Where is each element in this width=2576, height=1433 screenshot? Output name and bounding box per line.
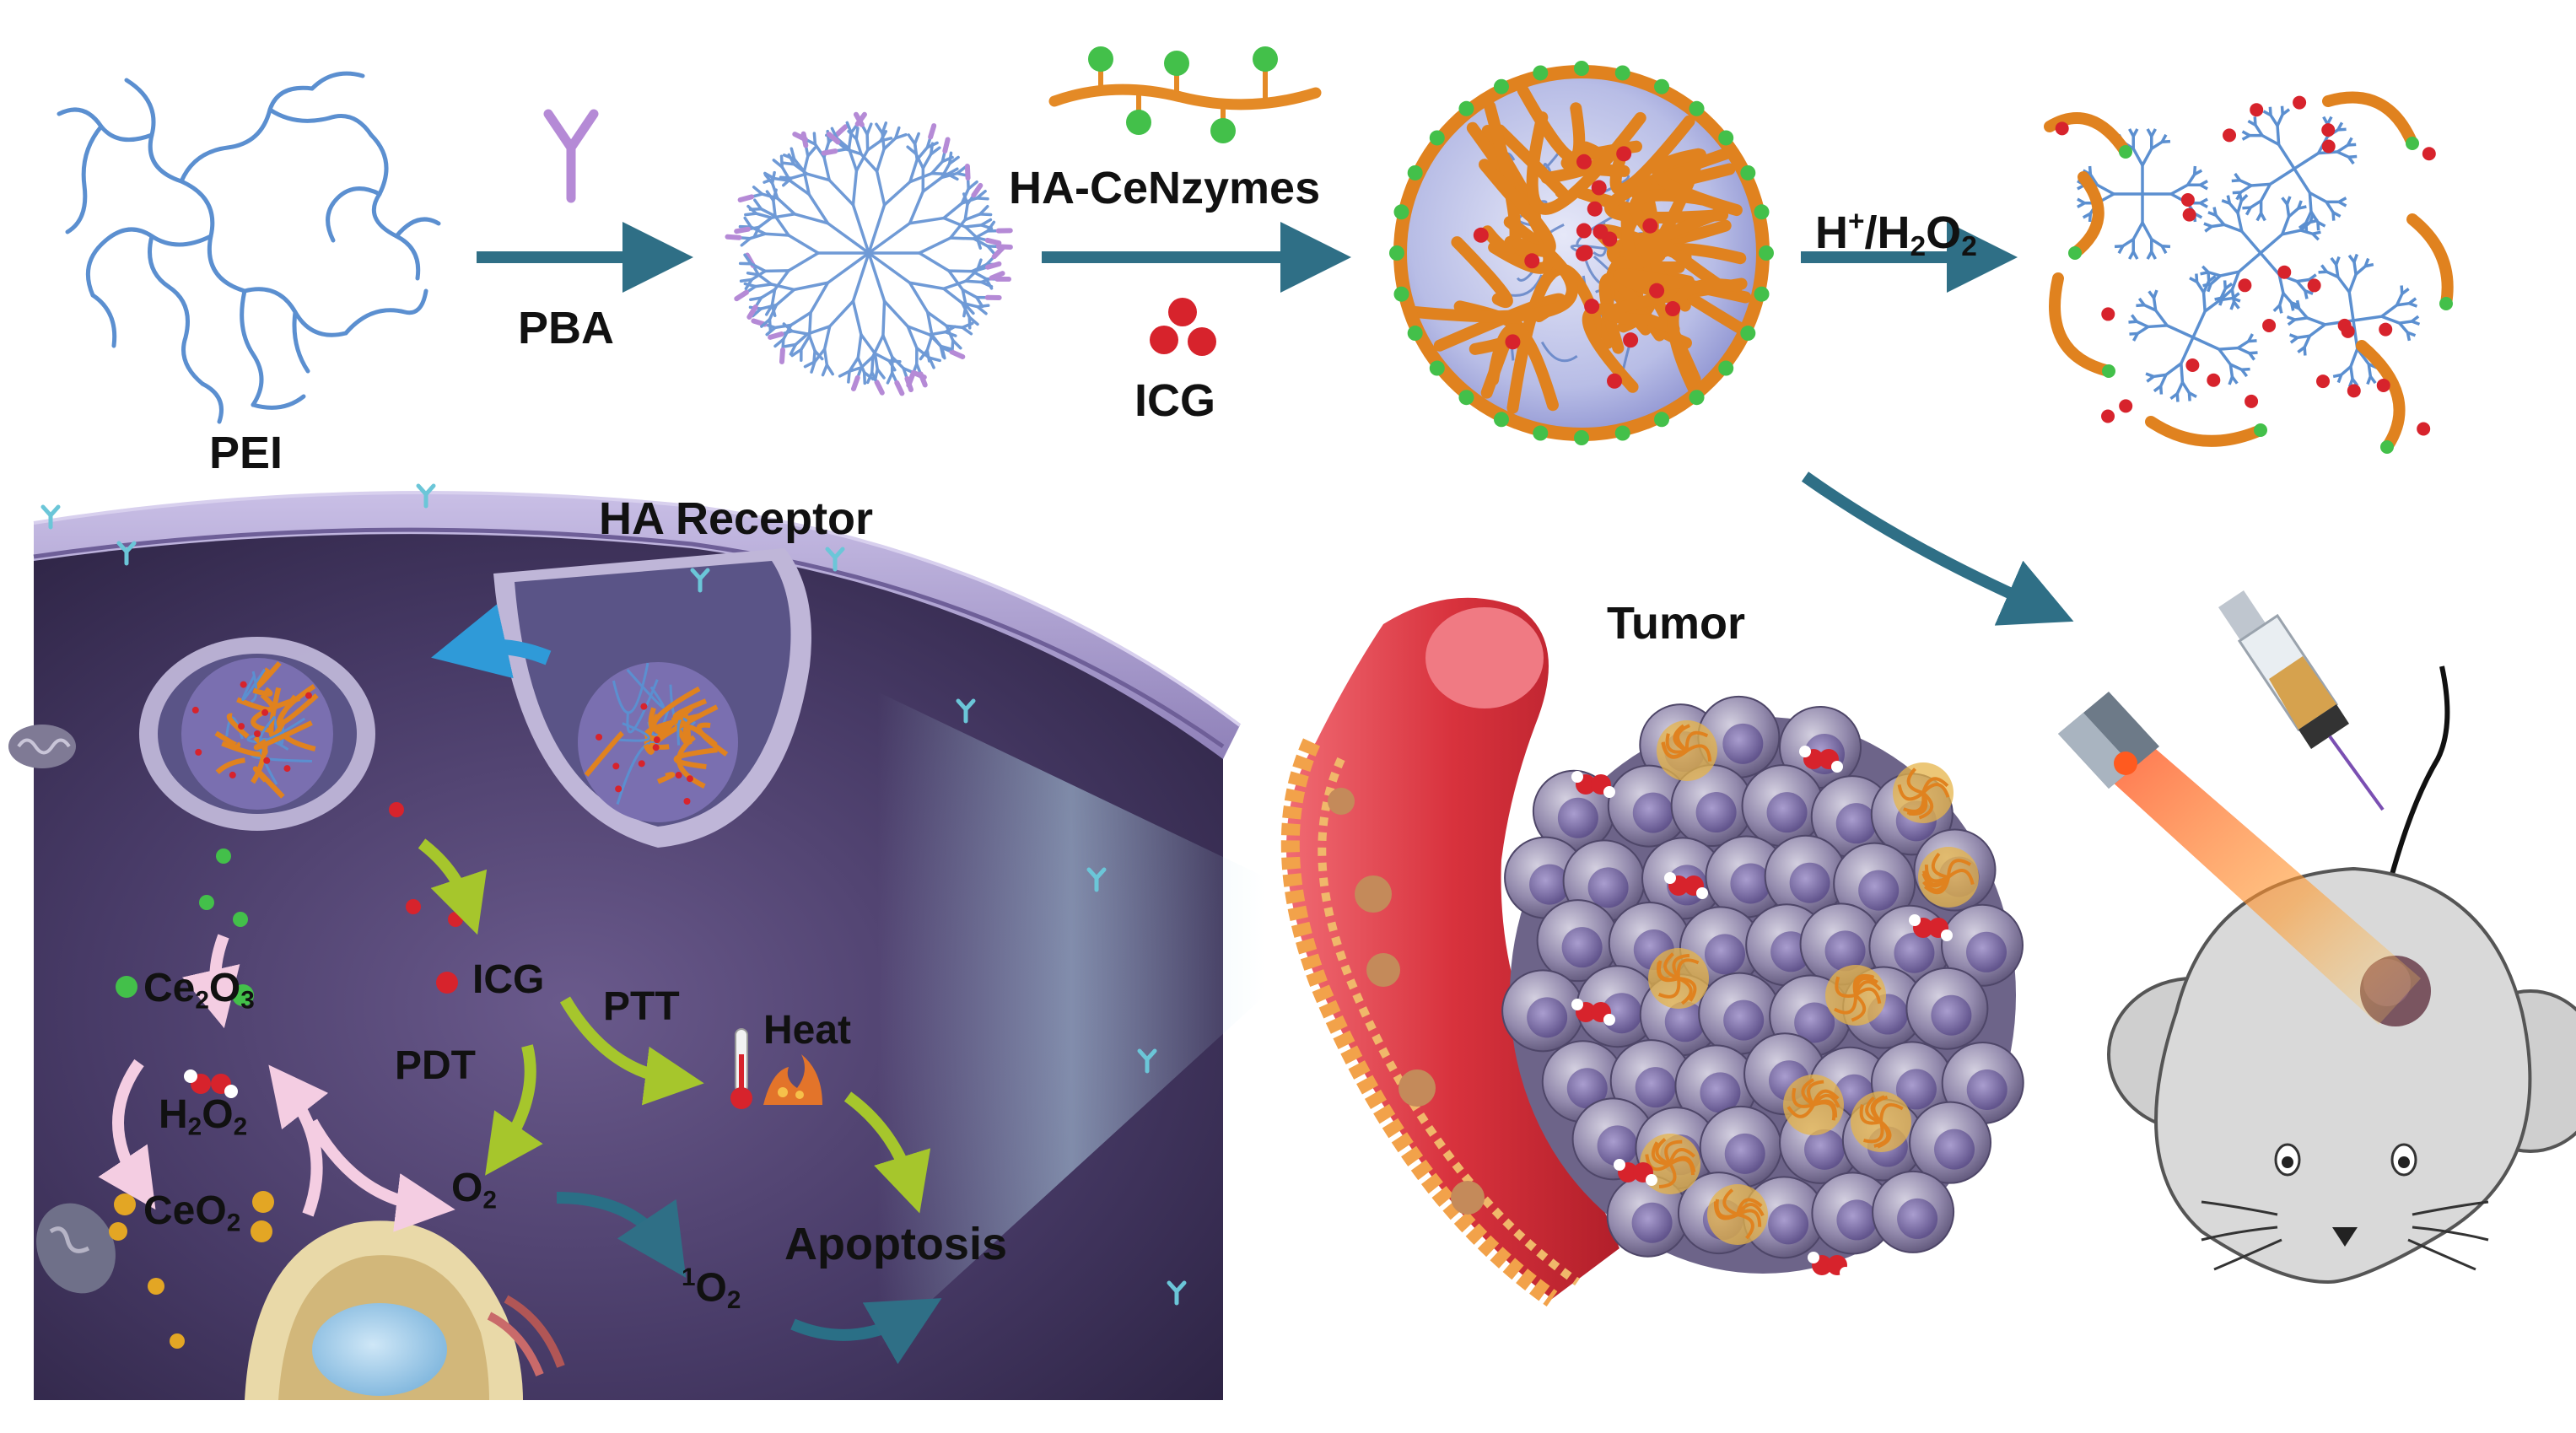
- pba-molecule-icon: [548, 114, 594, 198]
- trigger-sub-2b: 2: [1961, 231, 1977, 262]
- pdt-label: PDT: [395, 1046, 476, 1086]
- h2o2-s2: 2: [234, 1112, 248, 1140]
- pei-polymer-icon: [59, 73, 439, 422]
- ptt-label: PTT: [603, 987, 680, 1027]
- ha-receptor-label: HA Receptor: [599, 496, 873, 541]
- singlet-o2-sup: 1: [682, 1263, 696, 1291]
- cancer-cell-illustration: [8, 493, 1265, 1400]
- ha-cenzymes-label: HA-CeNzymes: [1009, 165, 1320, 211]
- degraded-nanoparticle-icon: [2050, 96, 2453, 454]
- apoptosis-label: Apoptosis: [784, 1221, 1007, 1267]
- ceo2-label: CeO2: [143, 1191, 240, 1236]
- h2o2-b: O: [202, 1092, 233, 1137]
- o2-label: O2: [451, 1168, 497, 1213]
- trigger-slash-h: /H: [1865, 207, 1910, 258]
- h2o2-a: H: [159, 1092, 188, 1137]
- ceo2-s1: 2: [227, 1209, 241, 1236]
- o2-s1: 2: [482, 1186, 497, 1214]
- ce2o3-s2: 3: [240, 986, 255, 1014]
- singlet-o2-a: O: [696, 1265, 727, 1310]
- trigger-sub-2a: 2: [1910, 231, 1927, 262]
- h2o2-label: H2O2: [159, 1095, 247, 1139]
- tumor-label: Tumor: [1607, 601, 1745, 646]
- o2-a: O: [451, 1166, 482, 1210]
- trigger-plus: +: [1848, 206, 1865, 237]
- trigger-h: H: [1815, 207, 1848, 258]
- singlet-o2-s1: 2: [727, 1286, 741, 1314]
- ce2o3-label: Ce2O3: [143, 968, 255, 1013]
- pba-label: PBA: [518, 305, 614, 351]
- arrow-to-mouse: [1805, 477, 2041, 607]
- ha-cenzymes-nanoparticle-icon: [1389, 61, 1774, 445]
- trigger-o: O: [1926, 207, 1961, 258]
- ce2o3-s1: 2: [195, 986, 209, 1014]
- h2o2-s1: 2: [188, 1112, 202, 1140]
- heat-label: Heat: [763, 1010, 851, 1051]
- ce2o3-b: O: [209, 966, 240, 1010]
- icg-molecule-icon: [1150, 298, 1216, 356]
- ha-cenzyme-chain-icon: [1054, 46, 1316, 143]
- syringe-icon: [2218, 590, 2383, 810]
- ce2o3-a: Ce: [143, 966, 195, 1010]
- icg-cell-label: ICG: [472, 960, 544, 1000]
- trigger-label: H+/H2O2: [1815, 207, 1977, 261]
- icg-top-label: ICG: [1134, 378, 1215, 423]
- singlet-o2-label: 1O2: [682, 1265, 741, 1313]
- ceo2-a: CeO: [143, 1188, 227, 1233]
- pba-pei-dendrimer-icon: [728, 115, 1010, 394]
- pei-label: PEI: [209, 430, 283, 476]
